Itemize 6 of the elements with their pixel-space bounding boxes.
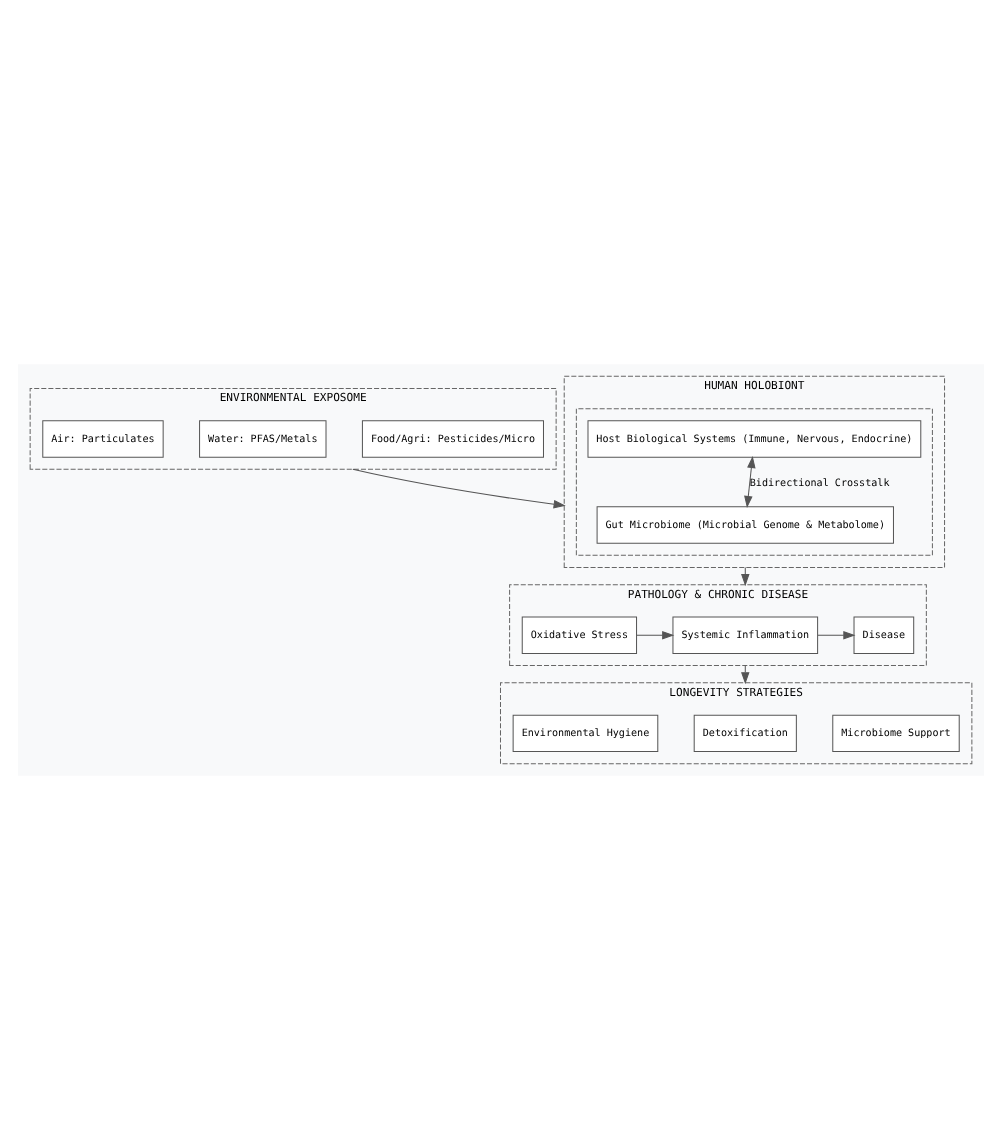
arrow [635, 630, 674, 639]
arrow [816, 630, 855, 639]
cluster [574, 407, 932, 555]
arrow [743, 454, 755, 508]
arrow [740, 565, 749, 586]
arrow [351, 467, 565, 508]
